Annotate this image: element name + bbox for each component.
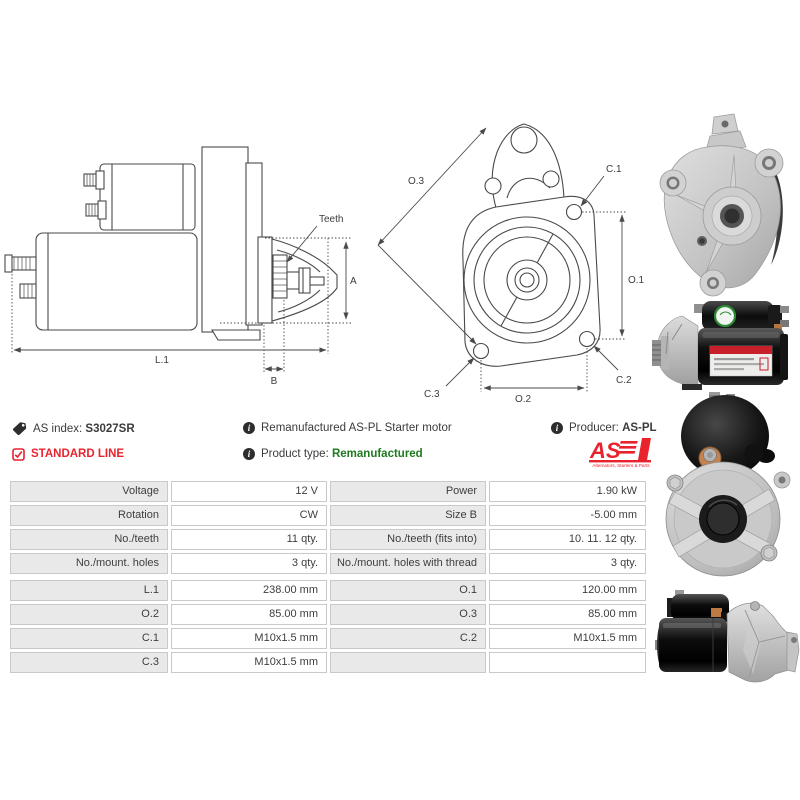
spec-value-cell: 10. 11. 12 qty.: [489, 529, 646, 550]
description-text: Remanufactured AS-PL Starter motor: [261, 422, 452, 434]
checkbox-checked-icon: [12, 447, 25, 461]
spec-value-cell: 85.00 mm: [489, 604, 646, 625]
dim-label-o1: O.1: [628, 275, 645, 286]
product-photo-side-view: [652, 301, 789, 390]
spec-value-cell: -5.00 mm: [489, 505, 646, 526]
description-row: Remanufactured AS-PL Starter motor: [243, 421, 452, 435]
producer-label: Producer:: [569, 422, 623, 434]
spec-value-cell: M10x1.5 mm: [171, 628, 327, 649]
spec-label-cell: O.2: [10, 604, 168, 625]
spec-label-cell: O.3: [330, 604, 486, 625]
product-type-value: Remanufactured: [331, 448, 423, 460]
as-index-row: AS index: S3027SR: [12, 421, 135, 436]
spec-value-cell: 1.90 kW: [489, 481, 646, 502]
spec-label-cell: Power: [330, 481, 486, 502]
dim-label-c1: C.1: [606, 164, 622, 175]
logo-tagline: Alternators, Starters & Parts: [592, 463, 650, 468]
dim-label-b: B: [271, 376, 278, 387]
product-type-row: Product type: Remanufactured: [243, 447, 423, 461]
product-photo-side-view-2: [655, 590, 800, 683]
product-photo-front-housing: [659, 113, 784, 297]
spec-label-cell: L.1: [10, 580, 168, 601]
spec-label-cell: No./mount. holes: [10, 553, 168, 574]
as-index-label: AS index:: [33, 422, 86, 435]
producer-value: AS-PL: [622, 422, 657, 434]
spec-label-cell: C.1: [10, 628, 168, 649]
product-type-text: Product type: Remanufactured: [261, 447, 423, 461]
spec-value-cell: 3 qty.: [489, 553, 646, 574]
spec-value-cell: 12 V: [171, 481, 327, 502]
spec-value-cell: [489, 652, 646, 673]
spec-value-cell: M10x1.5 mm: [489, 628, 646, 649]
spec-table: Voltage 12 V Power 1.90 kW Rotation CW S…: [10, 481, 646, 673]
dim-label-l1: L.1: [155, 355, 169, 366]
spec-value-cell: 85.00 mm: [171, 604, 327, 625]
standard-line-text: STANDARD LINE: [31, 448, 125, 460]
spec-value-cell: 11 qty.: [171, 529, 327, 550]
spec-value-cell: 3 qty.: [171, 553, 327, 574]
spec-label-cell: Rotation: [10, 505, 168, 526]
producer-row: Producer: AS-PL: [551, 421, 657, 435]
spec-label-cell: C.3: [10, 652, 168, 673]
spec-label-cell: No./teeth: [10, 529, 168, 550]
logo-as-text: AS: [589, 438, 621, 463]
product-type-label: Product type:: [261, 448, 332, 460]
product-photo-rear-view: [665, 392, 791, 577]
spec-value-cell: CW: [171, 505, 327, 526]
spec-value-cell: 238.00 mm: [171, 580, 327, 601]
dim-label-a: A: [350, 276, 357, 287]
dim-label-teeth: Teeth: [319, 214, 343, 225]
as-pl-logo: AS Alternators, Starters & Parts: [589, 438, 651, 468]
spec-label-cell: Size B: [330, 505, 486, 526]
tag-icon: [12, 422, 27, 436]
front-view-diagram: O.3 C.1 O.1 C.2 C.3 O.2: [377, 123, 645, 405]
producer-text: Producer: AS-PL: [569, 421, 657, 435]
side-view-diagram: Teeth A L.1 B: [4, 146, 357, 387]
info-icon: [551, 422, 563, 434]
spec-label-cell: O.1: [330, 580, 486, 601]
spec-label-cell: [330, 652, 486, 673]
spec-label-cell: No./mount. holes with thread: [330, 553, 486, 574]
dim-label-o3: O.3: [408, 176, 425, 187]
spec-value-cell: M10x1.5 mm: [171, 652, 327, 673]
spec-label-cell: No./teeth (fits into): [330, 529, 486, 550]
standard-line-row: STANDARD LINE: [12, 447, 124, 461]
dim-label-o2: O.2: [515, 394, 532, 405]
info-icon: [243, 422, 255, 434]
dim-label-c2: C.2: [616, 375, 632, 386]
dim-label-c3: C.3: [424, 389, 440, 400]
info-icon: [243, 448, 255, 460]
spec-label-cell: C.2: [330, 628, 486, 649]
spec-label-cell: Voltage: [10, 481, 168, 502]
as-index-text: AS index: S3027SR: [33, 422, 135, 436]
spec-value-cell: 120.00 mm: [489, 580, 646, 601]
as-index-value: S3027SR: [85, 422, 135, 435]
